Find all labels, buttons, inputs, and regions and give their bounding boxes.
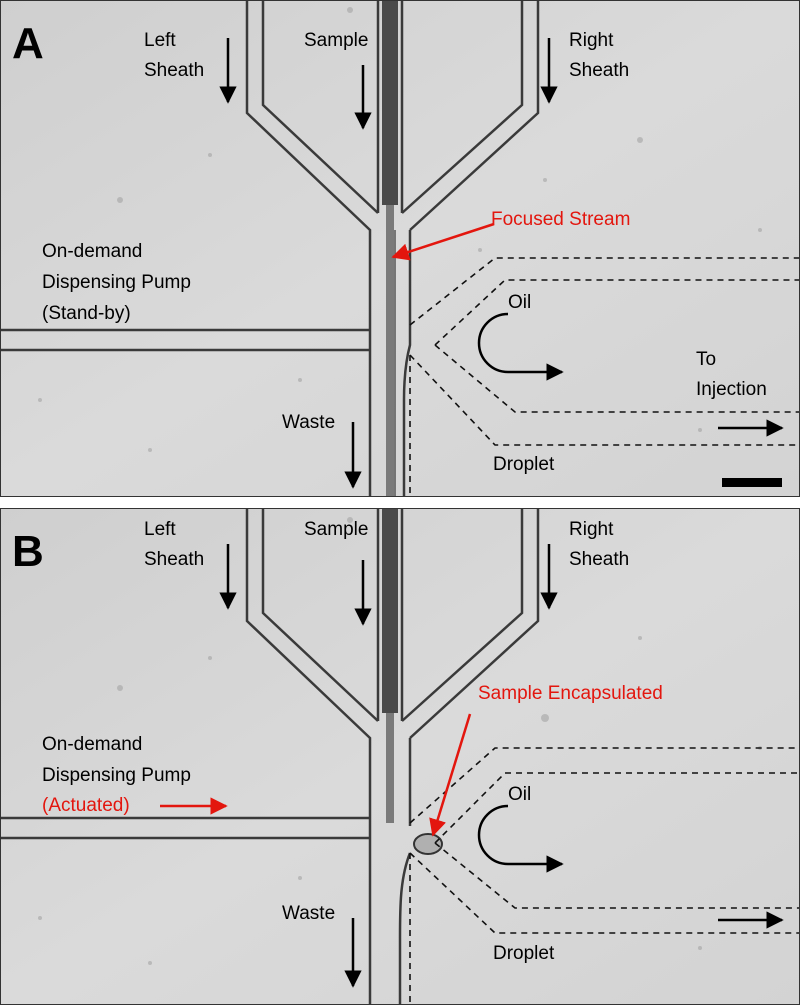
outlet-label-line2: Injection (696, 379, 767, 400)
sample-encapsulated-label: Sample Encapsulated (478, 683, 663, 704)
left-sheath-label-line2: Sheath (144, 549, 205, 570)
focused-stream-label: Focused Stream (491, 209, 631, 230)
encapsulation-pointer (429, 713, 472, 837)
pump-state-label: (Stand-by) (42, 303, 131, 324)
panel-b: B Left Sheath Sample Right Sheath Sample… (0, 508, 800, 1005)
waste-label: Waste (282, 412, 336, 433)
droplet-label: Droplet (493, 454, 555, 475)
focused-stream (386, 205, 394, 497)
waste-label: Waste (282, 903, 336, 924)
outlet-label-line1: To (696, 349, 717, 370)
right-sheath-label-line1: Right (569, 30, 614, 51)
channel-walls (0, 508, 540, 1005)
right-sheath-label-line2: Sheath (569, 60, 630, 81)
microscope-image-a (0, 0, 800, 497)
texture-specks (38, 517, 762, 965)
droplet-label: Droplet (493, 943, 555, 964)
texture-specks (38, 7, 762, 452)
left-sheath-label-line2: Sheath (144, 60, 205, 81)
sample-label: Sample (304, 519, 369, 540)
pump-state-label: (Actuated) (42, 795, 130, 816)
left-sheath-label-line1: Left (144, 519, 176, 540)
pump-label-line2: Dispensing Pump (42, 765, 191, 786)
sample-stream-lower (386, 713, 394, 823)
channel-walls (0, 0, 540, 497)
pump-label-line1: On-demand (42, 734, 143, 755)
encapsulated-droplet (413, 833, 443, 855)
focused-stream-pointer (391, 222, 495, 261)
right-sheath-label-line2: Sheath (569, 549, 630, 570)
pump-label-line1: On-demand (42, 241, 143, 262)
panel-letter: A (12, 19, 44, 68)
droplet-channel-outline (409, 747, 800, 1005)
sample-stream (382, 0, 398, 205)
scale-bar (722, 478, 782, 487)
oil-label: Oil (508, 784, 532, 805)
microscope-image-b (0, 508, 800, 1005)
droplet-channel-outline (409, 257, 800, 497)
pump-label-line2: Dispensing Pump (42, 272, 191, 293)
sample-label: Sample (304, 30, 369, 51)
sample-stream (382, 508, 398, 713)
oil-label: Oil (508, 292, 532, 313)
panel-letter: B (12, 527, 44, 576)
panel-a: A Left Sheath Sample Right Sheath Focuse… (0, 0, 800, 497)
left-sheath-label-line1: Left (144, 30, 176, 51)
flow-arrows (219, 38, 784, 489)
flow-arrows (219, 544, 784, 988)
right-sheath-label-line1: Right (569, 519, 614, 540)
